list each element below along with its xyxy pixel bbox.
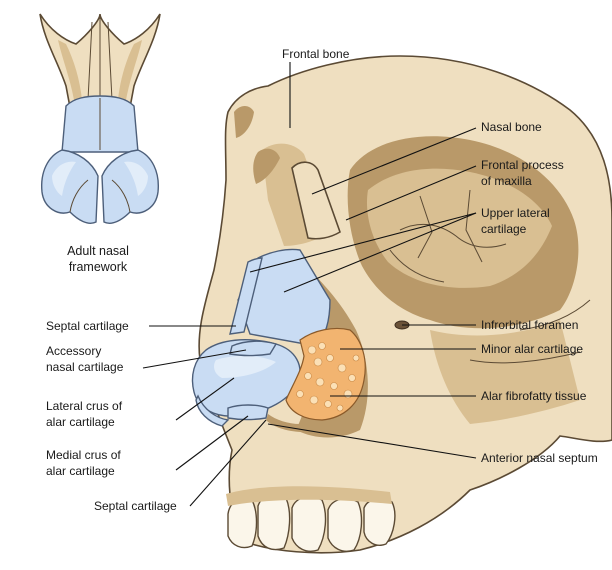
label-infraorbital-foramen: Infrorbital foramen [481, 318, 578, 332]
label-septal-cartilage-upper: Septal cartilage [46, 319, 129, 333]
label-accessory-line2: nasal cartilage [46, 360, 124, 374]
label-lateral-crus-line2: alar cartilage [46, 415, 115, 429]
inset-nasal-framework: Adult nasal framework [39, 13, 161, 274]
label-minor-alar-cartilage: Minor alar cartilage [481, 342, 583, 356]
label-frontal-bone: Frontal bone [282, 47, 350, 61]
label-upper-lateral-line1: Upper lateral [481, 206, 550, 220]
label-frontal-process-line2: of maxilla [481, 174, 532, 188]
label-alar-fibrofatty-tissue: Alar fibrofatty tissue [481, 389, 587, 403]
label-medial-crus-line1: Medial crus of [46, 448, 121, 462]
fat-lobules [296, 342, 360, 412]
label-upper-lateral-line2: cartilage [481, 222, 527, 236]
leader-lines [142, 62, 477, 507]
label-medial-crus-line2: alar cartilage [46, 464, 115, 478]
inset-caption-line2: framework [69, 260, 128, 274]
label-lateral-crus-line1: Lateral crus of [46, 399, 123, 413]
skull-illustration [191, 55, 612, 554]
label-accessory-line1: Accessory [46, 344, 101, 358]
label-anterior-nasal-septum: Anterior nasal septum [481, 451, 598, 465]
label-set: Frontal bone Nasal bone Frontal process … [46, 47, 598, 513]
label-frontal-process-line1: Frontal process [481, 158, 564, 172]
label-septal-cartilage-lower: Septal cartilage [94, 499, 177, 513]
label-nasal-bone: Nasal bone [481, 120, 542, 134]
inset-caption-line1: Adult nasal [67, 244, 129, 258]
